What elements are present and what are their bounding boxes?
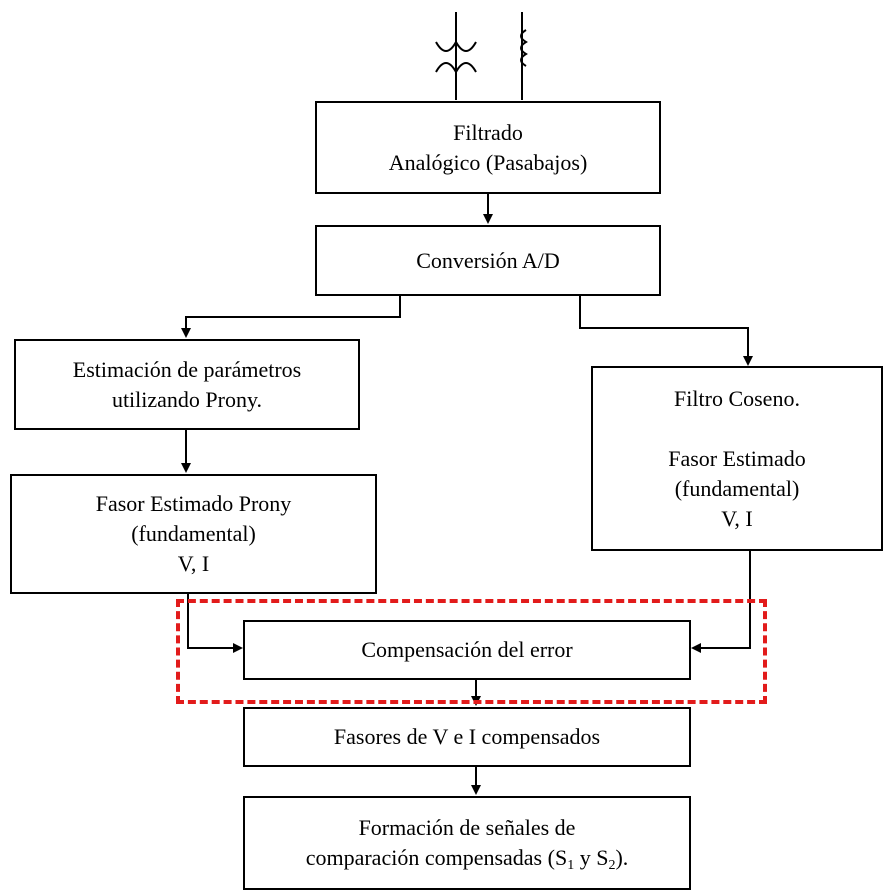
- prony-estimation-line-2: utilizando Prony.: [111, 386, 263, 412]
- error-compensation-block: Compensación del error: [243, 620, 691, 680]
- cosine-filter-line-4: V, I: [721, 505, 753, 531]
- comparison-signals-middle: y S: [574, 845, 609, 870]
- comparison-signals-block: Formación de señales de comparación comp…: [243, 796, 691, 890]
- current-transformer-icon: [520, 12, 528, 100]
- error-compensation-label: Compensación del error: [361, 637, 573, 662]
- cosine-filter-line-1: Filtro Coseno.: [674, 385, 800, 411]
- voltage-transformer-icon: [435, 12, 477, 100]
- cosine-filter-line-3: (fundamental): [674, 475, 800, 501]
- prony-phasor-line-1: Fasor Estimado Prony: [95, 491, 292, 516]
- arrow-prony-phasor-to-compensation: [187, 593, 243, 653]
- comparison-signals-prefix: comparación compensadas (S: [305, 845, 568, 870]
- ad-conversion-block: Conversión A/D: [315, 225, 661, 296]
- prony-phasor-line-2: (fundamental): [131, 521, 256, 546]
- comparison-signals-suffix: ).: [615, 845, 629, 870]
- comparison-signals-line-1: Formación de señales de: [358, 815, 576, 840]
- signal-s1-subscript: 1: [567, 858, 575, 873]
- arrow-conversion-to-cosine-filter: [579, 296, 753, 366]
- comparison-signals-line-2: comparación compensadas (S1 y S2).: [306, 843, 629, 873]
- analog-filtering-line-2: Analógico (Pasabajos): [388, 149, 588, 175]
- prony-estimation-line-1: Estimación de parámetros: [72, 356, 302, 382]
- prony-phasor-line-3: V, I: [177, 551, 210, 576]
- compensated-phasors-label: Fasores de V e I compensados: [333, 724, 601, 749]
- analog-filtering-line-1: Filtrado: [453, 119, 523, 145]
- analog-filtering-block: Filtrado Analógico (Pasabajos): [315, 101, 661, 194]
- compensated-phasors-block: Fasores de V e I compensados: [243, 707, 691, 767]
- arrow-cosine-filter-to-compensation: [691, 550, 751, 653]
- arrow-conversion-to-prony: [181, 296, 401, 338]
- signal-s2-subscript: 2: [608, 858, 616, 873]
- error-compensation-highlight-region: [176, 599, 767, 704]
- ad-conversion-label: Conversión A/D: [416, 247, 560, 273]
- cosine-filter-block: Filtro Coseno. Fasor Estimado (fundament…: [591, 366, 883, 551]
- prony-estimated-phasor-block: Fasor Estimado Prony (fundamental) V, I: [10, 474, 377, 594]
- cosine-filter-line-2: Fasor Estimado: [668, 445, 806, 471]
- prony-parameter-estimation-block: Estimación de parámetros utilizando Pron…: [14, 339, 360, 430]
